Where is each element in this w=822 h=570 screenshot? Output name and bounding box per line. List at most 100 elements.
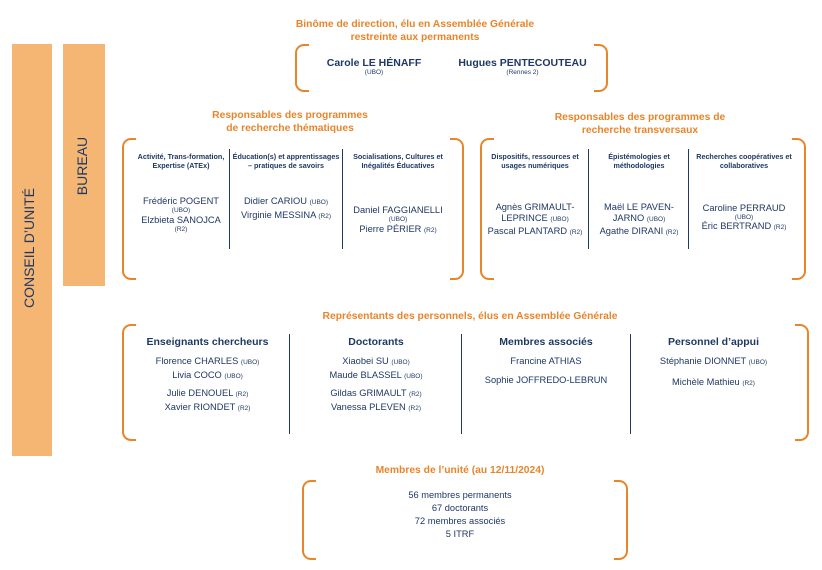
category-header: Doctorants [348,336,404,348]
person-affiliation: (UBO) [748,359,768,366]
person-name: Julie DENOUEL [166,388,234,398]
members-count-line: 72 membres associés [414,516,506,526]
transversal-bracket-left [480,138,494,280]
direction-bracket-left [295,44,309,92]
person-name: Pascal PLANTARD [487,226,568,236]
thematic-col-2: Éducation(s) et apprentissages – pratiqu… [232,152,340,223]
person-name: Livia COCO [172,370,222,380]
person-affiliation: (R2) [174,226,188,233]
program-header: Éducation(s) et apprentissages – pratiqu… [232,152,340,170]
members-list: 56 membres permanents 67 doctorants 72 m… [360,489,560,541]
person-affiliation: (R2) [408,405,421,412]
reps-sep-3 [630,334,631,434]
person-name: Virginie MESSINA [241,210,316,220]
person-affiliation: (R2) [237,405,251,412]
person-name: Michèle Mathieu [672,377,740,387]
person-affiliation: (R2) [423,227,437,234]
thematic-title-line1: Responsables des programmes [212,110,368,121]
thematic-title: Responsables des programmes de recherche… [180,109,400,135]
members-bracket-left [302,480,316,560]
person-name: Agathe DIRANI [599,226,664,236]
reps-col-3: Membres associés Francine ATHIAS Sophie … [466,336,626,386]
representatives-bracket-left [122,324,136,441]
person-affiliation: (R2) [318,213,331,220]
members-bracket-right [614,480,628,560]
person-name: Xavier RIONDET [164,402,236,412]
transversal-col-3: Recherches coopératives et collaborative… [692,152,796,233]
person-affiliation: (UBO) [391,359,410,366]
category-header: Enseignants chercheurs [146,336,269,348]
person-name: Éric BERTRAND [701,221,772,231]
thematic-sep-1 [229,149,230,249]
person-affiliation: (UBO) [309,199,329,206]
director-1: Carole LE HÉNAFF (UBO) [318,57,430,76]
bureau-bar [63,44,105,286]
members-count-line: 5 ITRF [445,529,475,539]
transversal-sep-2 [688,149,689,249]
person-name: Xiaobei SU [342,356,389,366]
person-name: Francine ATHIAS [510,356,582,366]
program-header: Épistémologies et méthodologies [608,152,670,170]
director-affiliation: (Rennes 2) [506,69,539,76]
direction-title-line1: Binôme de direction, élu en Assemblée Gé… [295,19,535,30]
program-header: Recherches coopératives et collaborative… [696,152,792,170]
person-name: Daniel FAGGIANELLI [353,205,443,215]
person-name: Caroline PERRAUD [702,203,786,213]
program-header: Dispositifs, ressources et usages numéri… [491,152,579,170]
conseil-bar [12,44,52,456]
person-affiliation: (R2) [569,229,583,236]
transversal-col-2: Épistémologies et méthodologies Maël LE … [592,152,686,239]
transversal-col-1: Dispositifs, ressources et usages numéri… [485,152,585,239]
person-affiliation: (UBO) [224,373,243,380]
direction-bracket-right [594,44,608,92]
director-name: Hugues PENTECOUTEAU [458,57,587,69]
person-affiliation: (R2) [773,224,787,231]
person-affiliation: (UBO) [734,214,754,221]
thematic-bracket-left [122,138,136,280]
person-name: Elzbieta SANOJCA [141,215,221,225]
person-name: Gildas GRIMAULT [330,388,407,398]
program-header: Socialisations, Cultures et Inégalités É… [353,152,443,170]
transversal-title-line2: recherche transversaux [581,125,699,136]
person-affiliation: (UBO) [646,216,666,223]
person-name: Didier CARIOU [243,196,307,206]
person-name: Agnès GRIMAULT-LEPRINCE [495,202,575,223]
members-count-line: 67 doctorants [431,503,489,513]
members-count-line: 56 membres permanents [408,490,512,500]
person-name: Maude BLASSEL [329,370,402,380]
person-affiliation: (R2) [235,391,249,398]
person-affiliation: (UBO) [388,216,408,223]
bureau-label: BUREAU [74,136,90,196]
director-name: Carole LE HÉNAFF [326,57,422,69]
person-affiliation: (R2) [742,380,755,387]
reps-col-2: Doctorants Xiaobei SU (UBO) Maude BLASSE… [295,336,457,415]
members-title: Membres de l’unité (au 12/11/2024) [375,465,545,476]
thematic-bracket-right [450,138,464,280]
category-header: Membres associés [499,336,593,348]
direction-title-line2: restreinte aux permanents [350,32,480,43]
transversal-title: Responsables des programmes de recherche… [530,111,750,137]
reps-sep-2 [461,334,462,434]
direction-title: Binôme de direction, élu en Assemblée Gé… [290,18,540,44]
director-affiliation: (UBO) [364,69,384,76]
person-affiliation: (UBO) [404,373,423,380]
person-name: Vanessa PLEVEN [331,402,406,412]
person-affiliation: (R2) [409,391,422,398]
person-name: Stéphanie DIONNET [659,356,747,366]
person-affiliation: (UBO) [171,207,191,214]
thematic-title-line2: de recherche thématiques [226,123,354,134]
person-name: Frédéric POGENT [143,196,219,206]
person-affiliation: (R2) [665,229,679,236]
thematic-col-3: Socialisations, Cultures et Inégalités É… [346,152,450,237]
transversal-bracket-right [792,138,806,280]
program-header: Activité, Trans-formation, Expertise (AT… [137,152,225,170]
reps-col-1: Enseignants chercheurs Florence CHARLES … [130,336,285,415]
person-name: Florence CHARLES [155,356,239,366]
person-name: Sophie JOFFREDO-LEBRUN [484,375,608,385]
reps-sep-1 [289,334,290,434]
thematic-col-1: Activité, Trans-formation, Expertise (AT… [137,152,225,233]
person-affiliation: (UBO) [550,216,569,223]
transversal-sep-1 [588,149,589,249]
director-2: Hugues PENTECOUTEAU (Rennes 2) [450,57,595,76]
transversal-title-line1: Responsables des programmes de [554,112,726,123]
